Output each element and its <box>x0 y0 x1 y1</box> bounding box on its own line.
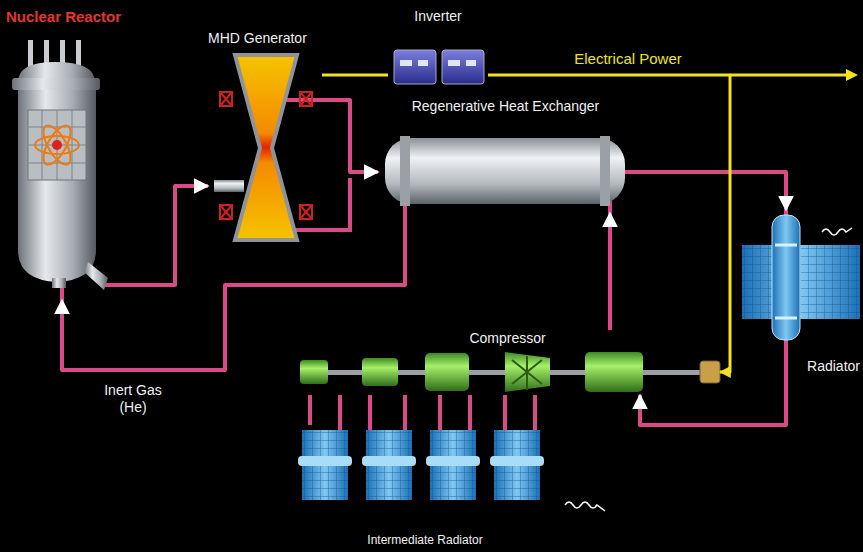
reactor-vessel <box>28 110 86 180</box>
heat-exchanger <box>400 136 410 206</box>
pipe-stub <box>62 100 786 430</box>
component-node: MHD Generator <box>208 30 322 248</box>
reactor-vessel <box>18 90 96 250</box>
intermediate-radiator <box>298 456 352 466</box>
reactor-vessel <box>38 121 76 168</box>
gas-pipe <box>640 375 786 425</box>
radiator-panel <box>742 215 860 340</box>
gas-pipe <box>62 213 405 370</box>
power-label: Electrical Power <box>548 50 708 68</box>
power-line <box>730 69 858 81</box>
reactor-vessel <box>12 40 108 290</box>
gas-pipe <box>608 213 612 330</box>
radiator-panel <box>742 245 860 319</box>
gas-pipe <box>633 172 786 210</box>
compressor-train <box>300 360 328 384</box>
mhd-generator <box>220 92 232 106</box>
radiator-panel <box>742 245 860 319</box>
radiator-label: Radiator <box>807 358 860 375</box>
mhd-generator <box>220 205 232 219</box>
mhd-generator <box>220 205 232 219</box>
radiator-panel <box>775 245 797 318</box>
pipe-stub <box>292 178 350 230</box>
gas-label: Inert Gas (He) <box>92 382 174 416</box>
reactor-vessel <box>12 78 100 90</box>
pipe-stub <box>340 395 535 430</box>
heat-exchanger <box>600 136 610 206</box>
intermediate-radiator <box>362 456 416 466</box>
compressor-label: Compressor <box>469 330 545 347</box>
component-node: Inverter <box>388 8 488 96</box>
mhd-generator <box>214 180 244 192</box>
component-node: Nuclear Reactor <box>6 8 131 300</box>
mhd-generator <box>235 55 297 240</box>
inverter-box <box>442 50 484 84</box>
component-node: Compressor <box>295 330 720 395</box>
reactor-vessel <box>52 278 66 288</box>
gas-pipe <box>131 186 208 285</box>
component-node: Radiator <box>740 210 860 375</box>
inverter-label: Inverter <box>414 8 461 25</box>
reactor-vessel <box>52 140 62 150</box>
pipe-stub <box>105 283 131 287</box>
mhd-generator <box>300 205 312 219</box>
heat-exchanger <box>385 136 625 206</box>
power-line <box>730 74 848 77</box>
inverter-box <box>448 60 460 66</box>
gas-pipe <box>308 395 312 425</box>
mhd-generator <box>220 92 232 106</box>
inverter-box <box>394 50 484 84</box>
intermediate-radiator <box>298 430 605 511</box>
exchanger-label: Regenerative Heat Exchanger <box>412 98 600 115</box>
compressor-train <box>425 353 469 391</box>
power-line <box>846 69 858 81</box>
reactor-vessel <box>18 250 96 282</box>
intermediate-radiator <box>426 456 480 466</box>
gas-pipe <box>322 100 378 172</box>
compressor-train <box>300 352 720 392</box>
inverter-box <box>466 60 476 66</box>
reactor-vessel <box>84 262 108 290</box>
intermediate-radiator <box>490 456 544 466</box>
compressor-train <box>512 356 542 390</box>
component-node: Intermediate Radiator <box>295 425 555 547</box>
generator-label: MHD Generator <box>208 30 307 47</box>
mhd-generator <box>300 205 312 219</box>
inverter-box <box>394 50 436 84</box>
power-wire <box>322 74 388 77</box>
inverter-box <box>400 60 412 66</box>
component-node: Regenerative Heat Exchanger <box>378 98 633 213</box>
power-wire <box>488 75 730 372</box>
reactor-vessel <box>28 110 86 180</box>
reactor-label: Nuclear Reactor <box>6 8 121 26</box>
compressor-train <box>585 352 643 392</box>
radiator-label: Intermediate Radiator <box>367 533 482 547</box>
heat-exchanger <box>385 138 625 204</box>
mhd-generator <box>300 92 312 106</box>
pipe-stub <box>784 338 788 375</box>
inverter-box <box>418 60 428 66</box>
compressor-train <box>505 352 550 392</box>
mhd-generator <box>220 92 312 219</box>
compressor-train <box>700 361 720 383</box>
intermediate-radiator <box>565 502 605 511</box>
compressor-train <box>362 358 398 386</box>
radiator-panel <box>822 228 852 235</box>
reactor-vessel <box>35 136 79 154</box>
mhd-generator <box>214 55 312 240</box>
reactor-vessel <box>38 121 76 168</box>
mhd-generator <box>300 92 312 106</box>
radiator-panel <box>772 215 800 340</box>
